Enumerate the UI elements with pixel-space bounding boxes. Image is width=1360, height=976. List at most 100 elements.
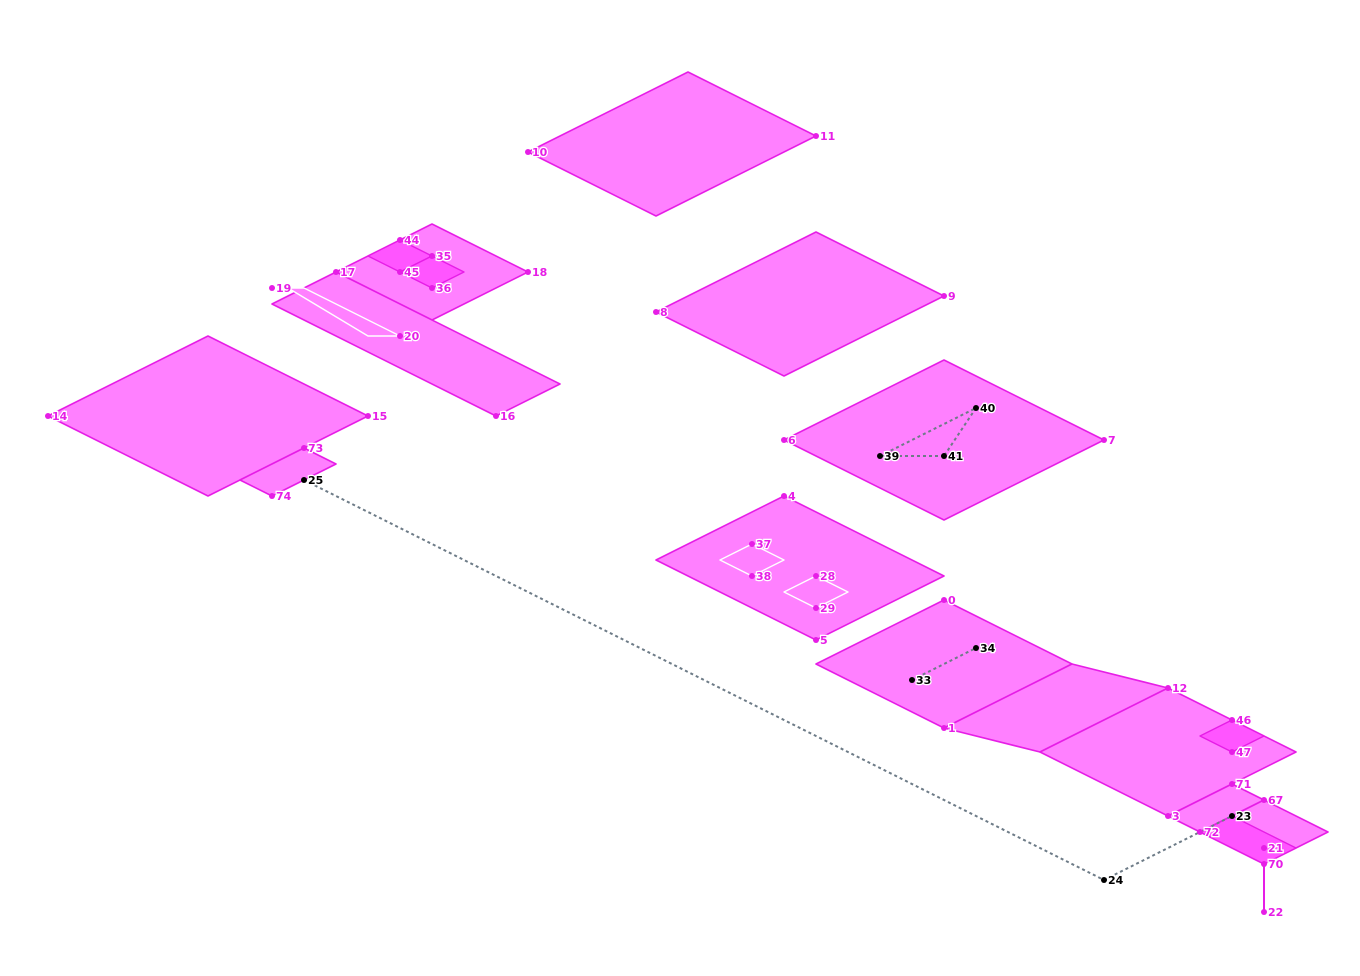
point-44: 44: [397, 233, 421, 248]
point-34: 34: [973, 641, 997, 656]
point-47: 47: [1229, 745, 1253, 760]
point-marker: [749, 573, 755, 579]
point-label: 39: [884, 450, 899, 463]
point-marker: [813, 637, 819, 643]
point-67: 67: [1261, 793, 1285, 808]
point-label: 5: [820, 634, 828, 647]
point-marker: [1165, 813, 1171, 819]
point-marker: [1229, 717, 1235, 723]
link-25-24: [303, 479, 1105, 881]
point-marker: [877, 453, 883, 459]
point-label: 10: [532, 146, 548, 159]
point-marker: [429, 285, 435, 291]
point-marker: [941, 293, 947, 299]
point-29: 29: [813, 601, 837, 616]
point-label: 36: [436, 282, 452, 295]
point-label: 41: [948, 450, 963, 463]
point-label: 18: [532, 266, 547, 279]
point-marker: [1229, 813, 1235, 819]
point-marker: [1261, 845, 1267, 851]
point-7: 7: [1101, 433, 1117, 448]
point-marker: [525, 149, 531, 155]
point-label: 29: [820, 602, 835, 615]
point-marker: [269, 285, 275, 291]
point-marker: [653, 309, 659, 315]
point-label: 0: [948, 594, 956, 607]
point-label: 72: [1204, 826, 1219, 839]
point-36: 36: [429, 281, 453, 296]
point-marker: [301, 445, 307, 451]
point-marker: [941, 725, 947, 731]
point-12: 12: [1165, 681, 1189, 696]
point-23: 23: [1229, 809, 1253, 824]
point-marker: [749, 541, 755, 547]
room-37-38: [719, 543, 785, 577]
point-marker: [1261, 909, 1267, 915]
point-marker: [1229, 749, 1235, 755]
point-label: 4: [788, 490, 796, 503]
point-label: 6: [788, 434, 796, 447]
point-marker: [813, 133, 819, 139]
point-marker: [397, 237, 403, 243]
point-37: 37: [749, 537, 773, 552]
room-35-36: [399, 255, 465, 289]
point-marker: [1261, 861, 1267, 867]
point-marker: [429, 253, 435, 259]
point-marker: [941, 597, 947, 603]
point-19: 19: [269, 281, 293, 296]
point-22: 22: [1261, 905, 1285, 920]
point-38: 38: [749, 569, 773, 584]
point-marker: [301, 477, 307, 483]
point-marker: [1229, 781, 1235, 787]
point-label: 12: [1172, 682, 1187, 695]
point-46: 46: [1229, 713, 1253, 728]
point-4: 4: [781, 489, 797, 504]
point-marker: [1101, 437, 1107, 443]
point-marker: [493, 413, 499, 419]
link-40-41: [943, 407, 977, 457]
point-74: 74: [269, 489, 293, 504]
point-label: 11: [820, 130, 835, 143]
point-label: 73: [308, 442, 323, 455]
point-marker: [1165, 685, 1171, 691]
point-label: 15: [372, 410, 387, 423]
point-marker: [1261, 797, 1267, 803]
point-marker: [397, 269, 403, 275]
point-label: 7: [1108, 434, 1116, 447]
point-label: 44: [404, 234, 420, 247]
point-label: 14: [52, 410, 68, 423]
room-46-47: [1199, 719, 1265, 753]
point-marker: [813, 573, 819, 579]
point-25: 25: [301, 473, 325, 488]
point-label: 33: [916, 674, 931, 687]
plane-73-74: [239, 447, 337, 497]
point-73: 73: [301, 441, 325, 456]
point-marker: [973, 405, 979, 411]
point-label: 21: [1268, 842, 1283, 855]
point-label: 37: [756, 538, 771, 551]
point-label: 17: [340, 266, 355, 279]
point-marker: [813, 605, 819, 611]
point-18: 18: [525, 265, 549, 280]
point-35: 35: [429, 249, 453, 264]
point-16: 16: [493, 409, 517, 424]
point-label: 47: [1236, 746, 1251, 759]
point-label: 67: [1268, 794, 1283, 807]
point-label: 28: [820, 570, 835, 583]
point-40: 40: [973, 401, 997, 416]
point-label: 23: [1236, 810, 1251, 823]
point-label: 74: [276, 490, 292, 503]
point-links: [303, 407, 1265, 912]
point-39: 39: [877, 449, 901, 464]
point-17: 17: [333, 265, 357, 280]
point-marker: [45, 413, 51, 419]
point-marker: [781, 437, 787, 443]
point-label: 24: [1108, 874, 1124, 887]
room-28-29: [783, 575, 849, 609]
point-10: 10: [525, 145, 549, 160]
plane-8-9: [655, 231, 945, 377]
floor-planes: [47, 71, 1329, 865]
point-label: 16: [500, 410, 516, 423]
point-71: 71: [1229, 777, 1253, 792]
